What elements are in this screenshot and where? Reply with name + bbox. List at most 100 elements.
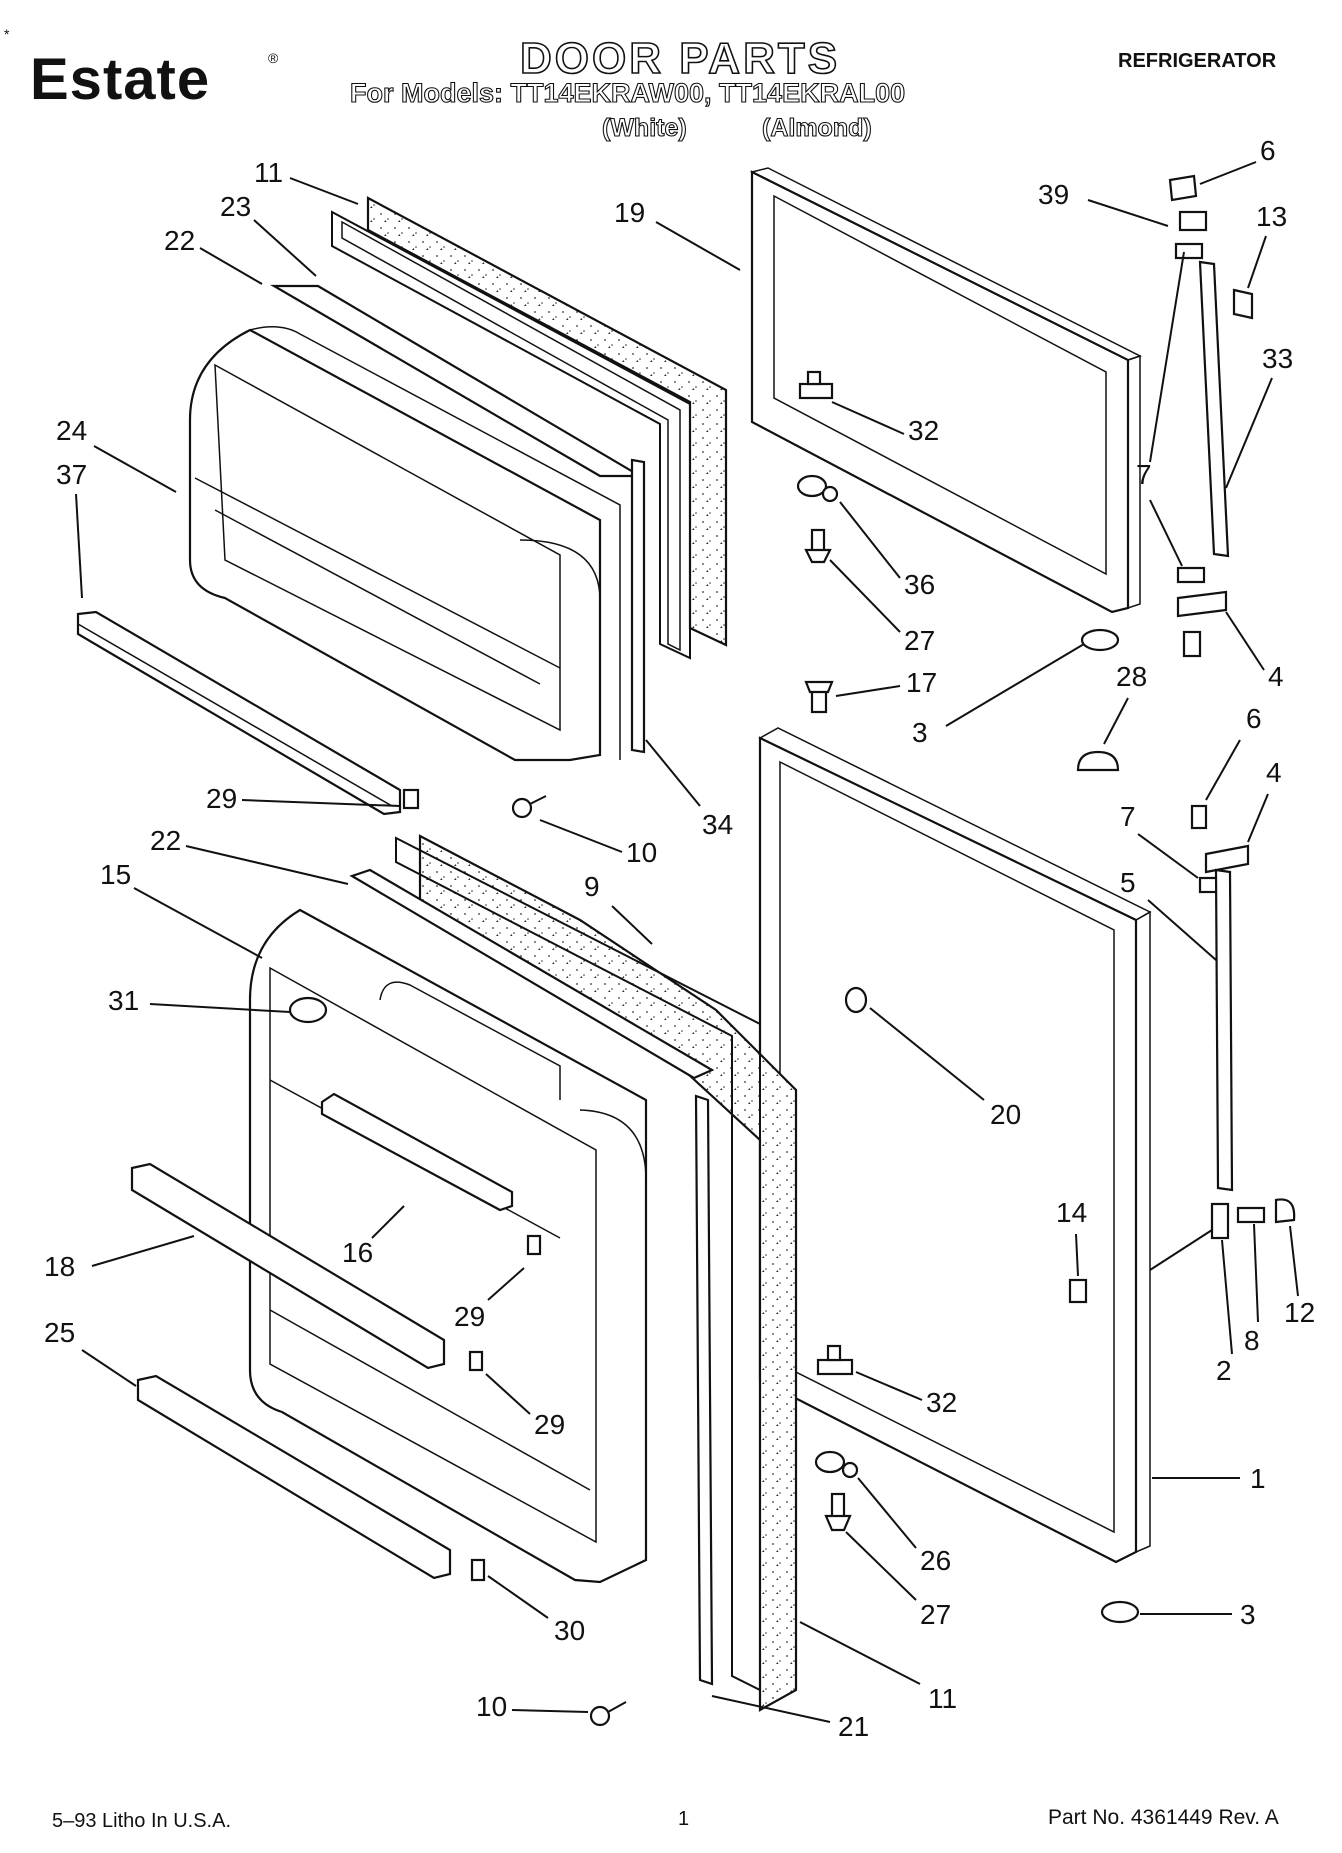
callout-22-low: 22 bbox=[150, 825, 349, 885]
svg-text:21: 21 bbox=[838, 1711, 869, 1742]
callout-19: 19 bbox=[614, 197, 741, 271]
callout-30: 30 bbox=[487, 1575, 585, 1646]
top-hinge bbox=[1168, 174, 1208, 260]
freezer-screw bbox=[511, 795, 547, 819]
door-shelf-clip-upper bbox=[526, 1234, 542, 1256]
svg-text:27: 27 bbox=[920, 1599, 951, 1630]
svg-text:3: 3 bbox=[912, 717, 928, 748]
fresh-food-door-trim bbox=[694, 1094, 714, 1686]
bottom-screw bbox=[824, 1492, 852, 1532]
svg-text:31: 31 bbox=[108, 985, 139, 1016]
asterisk-mark: * bbox=[4, 26, 10, 42]
svg-text:13: 13 bbox=[1256, 201, 1287, 232]
callout-group: 11 23 22 24 37 19 39 6 13 33 32 7 36 27 … bbox=[44, 135, 1315, 1742]
svg-text:28: 28 bbox=[1116, 661, 1147, 692]
svg-text:19: 19 bbox=[614, 197, 645, 228]
page-title: DOOR PARTS bbox=[519, 33, 841, 84]
callout-6-top: 6 bbox=[1199, 135, 1276, 185]
svg-text:14: 14 bbox=[1056, 1197, 1087, 1228]
svg-text:12: 12 bbox=[1284, 1297, 1315, 1328]
svg-text:6: 6 bbox=[1246, 703, 1262, 734]
svg-text:22: 22 bbox=[164, 225, 195, 256]
svg-text:4: 4 bbox=[1268, 661, 1284, 692]
svg-text:11: 11 bbox=[928, 1683, 957, 1714]
svg-text:3: 3 bbox=[1240, 1599, 1256, 1630]
svg-text:10: 10 bbox=[626, 837, 657, 868]
callout-10-low: 10 bbox=[476, 1691, 589, 1722]
color-white-label: (White) bbox=[601, 113, 687, 142]
svg-text:17: 17 bbox=[906, 667, 937, 698]
hinge-shim bbox=[1232, 288, 1254, 320]
callout-15: 15 bbox=[100, 859, 263, 959]
callout-32-top: 32 bbox=[831, 401, 939, 446]
svg-text:5: 5 bbox=[1120, 867, 1136, 898]
svg-text:32: 32 bbox=[926, 1387, 957, 1418]
callout-32-low: 32 bbox=[855, 1371, 957, 1418]
callout-12: 12 bbox=[1284, 1225, 1315, 1328]
svg-text:10: 10 bbox=[476, 1691, 507, 1722]
callout-25: 25 bbox=[44, 1317, 137, 1387]
registered-mark: ® bbox=[268, 50, 279, 66]
dairy-shelf-bar bbox=[320, 1092, 514, 1212]
callout-29-mid: 29 bbox=[454, 1267, 525, 1332]
callout-24: 24 bbox=[56, 415, 177, 493]
callout-2: 2 bbox=[1149, 1229, 1233, 1386]
svg-text:16: 16 bbox=[342, 1237, 373, 1268]
svg-text:27: 27 bbox=[904, 625, 935, 656]
svg-text:36: 36 bbox=[904, 569, 935, 600]
callout-37: 37 bbox=[56, 459, 87, 599]
fresh-food-gasket bbox=[395, 836, 761, 1692]
callout-34: 34 bbox=[645, 739, 733, 840]
svg-text:32: 32 bbox=[908, 415, 939, 446]
footer-part-number: Part No. 4361449 Rev. A bbox=[1048, 1806, 1279, 1829]
svg-text:6: 6 bbox=[1260, 135, 1276, 166]
freezer-hinge-pin bbox=[798, 370, 834, 400]
bottom-hinge-bracket bbox=[814, 1450, 859, 1479]
callout-17: 17 bbox=[835, 667, 937, 698]
callout-8: 8 bbox=[1244, 1223, 1260, 1356]
freezer-bracket bbox=[796, 474, 839, 503]
svg-text:7: 7 bbox=[1120, 801, 1136, 832]
fresh-food-door-liner bbox=[248, 908, 648, 1584]
callout-11-low: 11 bbox=[799, 1621, 957, 1714]
bottom-hinge-pin bbox=[816, 1344, 854, 1376]
freezer-shelf-clip bbox=[402, 788, 420, 810]
svg-text:8: 8 bbox=[1244, 1325, 1260, 1356]
callout-29-low: 29 bbox=[485, 1373, 565, 1440]
bottom-pivot-plug bbox=[1100, 1600, 1140, 1624]
callout-3-low: 3 bbox=[1140, 1599, 1256, 1630]
callout-31: 31 bbox=[108, 985, 291, 1016]
fresh-food-screw bbox=[589, 1701, 627, 1727]
freezer-door-liner bbox=[188, 328, 602, 762]
callout-5: 5 bbox=[1120, 867, 1217, 961]
svg-text:26: 26 bbox=[920, 1545, 951, 1576]
svg-text:11: 11 bbox=[254, 157, 283, 188]
svg-text:23: 23 bbox=[220, 191, 251, 222]
callout-3-top: 3 bbox=[912, 643, 1085, 748]
svg-text:29: 29 bbox=[206, 783, 237, 814]
callout-33: 33 bbox=[1225, 343, 1293, 489]
svg-text:33: 33 bbox=[1262, 343, 1293, 374]
callout-16: 16 bbox=[342, 1205, 405, 1268]
door-shelf-clip-middle bbox=[468, 1350, 484, 1372]
upper-door-shelf bbox=[130, 1162, 446, 1370]
callout-11-top: 11 bbox=[254, 157, 359, 205]
svg-text:18: 18 bbox=[44, 1251, 75, 1282]
freezer-gasket bbox=[331, 210, 691, 660]
brand-logo: Estate bbox=[30, 47, 211, 112]
svg-text:29: 29 bbox=[534, 1409, 565, 1440]
svg-text:2: 2 bbox=[1216, 1355, 1232, 1386]
color-almond-label: (Almond) bbox=[761, 113, 872, 142]
svg-text:30: 30 bbox=[554, 1615, 585, 1646]
hinge-trim-5 bbox=[1214, 868, 1234, 1192]
callout-14: 14 bbox=[1056, 1197, 1087, 1277]
door-stop bbox=[1068, 1278, 1088, 1304]
lower-door-shelf bbox=[136, 1374, 452, 1580]
callout-4-top: 4 bbox=[1225, 611, 1284, 692]
svg-text:1: 1 bbox=[1250, 1463, 1266, 1494]
freezer-screw-27 bbox=[804, 528, 832, 564]
freezer-pivot-plug bbox=[1080, 628, 1120, 652]
callout-13: 13 bbox=[1247, 201, 1287, 289]
callout-39: 39 bbox=[1038, 179, 1169, 227]
